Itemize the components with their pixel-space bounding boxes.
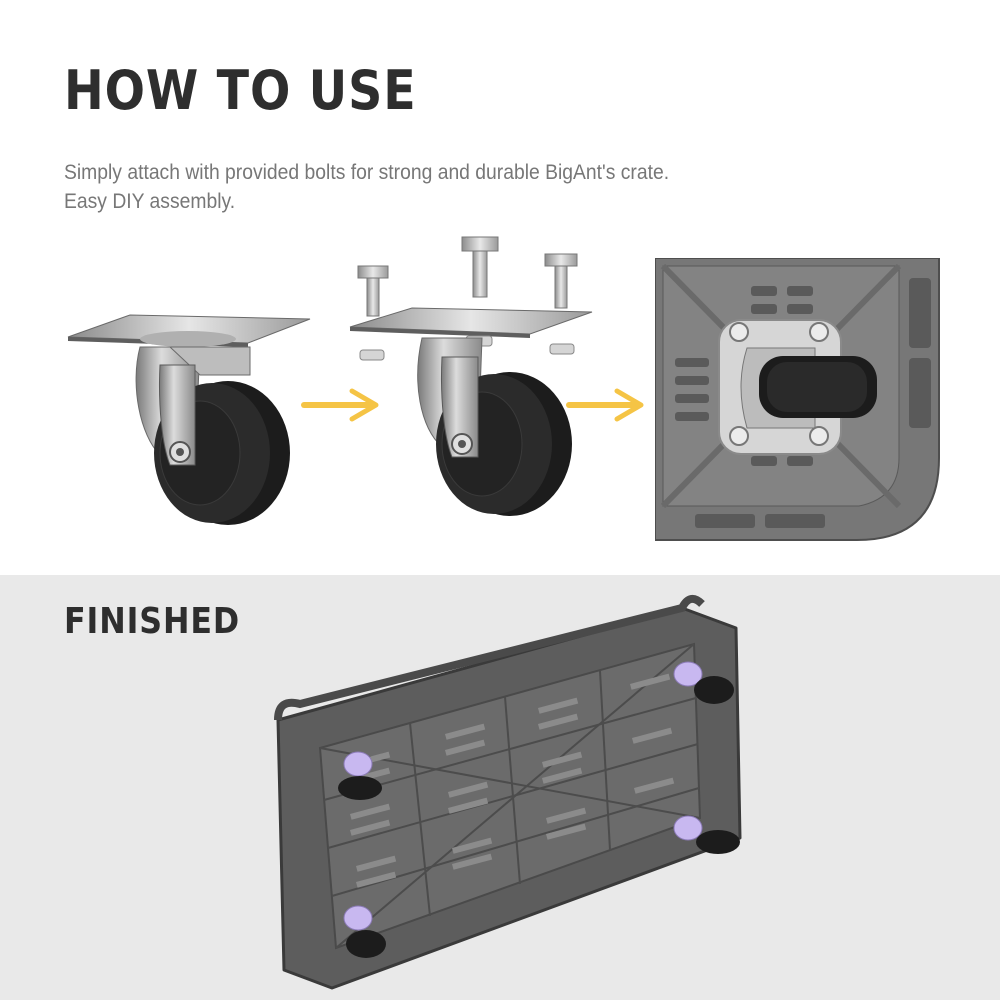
arrow-right-icon — [301, 388, 379, 422]
nut-icon — [549, 343, 575, 355]
caster-wheel-image — [67, 314, 311, 525]
bolt-icon — [461, 236, 499, 298]
arrow-right-icon — [566, 388, 644, 422]
nut-icon — [359, 349, 385, 361]
caster-wheel-icon — [673, 661, 734, 704]
finished-heading: FINISHED — [64, 601, 241, 642]
how-to-use-heading: HOW TO USE — [64, 59, 417, 122]
caster-with-bolts-image — [349, 236, 593, 516]
how-to-use-description: Simply attach with provided bolts for st… — [64, 158, 669, 216]
bolt-icon — [544, 253, 578, 309]
bolt-icon — [357, 265, 389, 317]
caster-wheel-icon — [338, 751, 382, 800]
caster-wheel-icon — [673, 815, 740, 854]
caster-wheel-icon — [343, 905, 386, 958]
description-line-1: Simply attach with provided bolts for st… — [64, 161, 670, 184]
mounted-caster-closeup-image — [655, 258, 940, 541]
description-line-2: Easy DIY assembly. — [64, 190, 236, 213]
finished-crate-image — [274, 594, 742, 990]
